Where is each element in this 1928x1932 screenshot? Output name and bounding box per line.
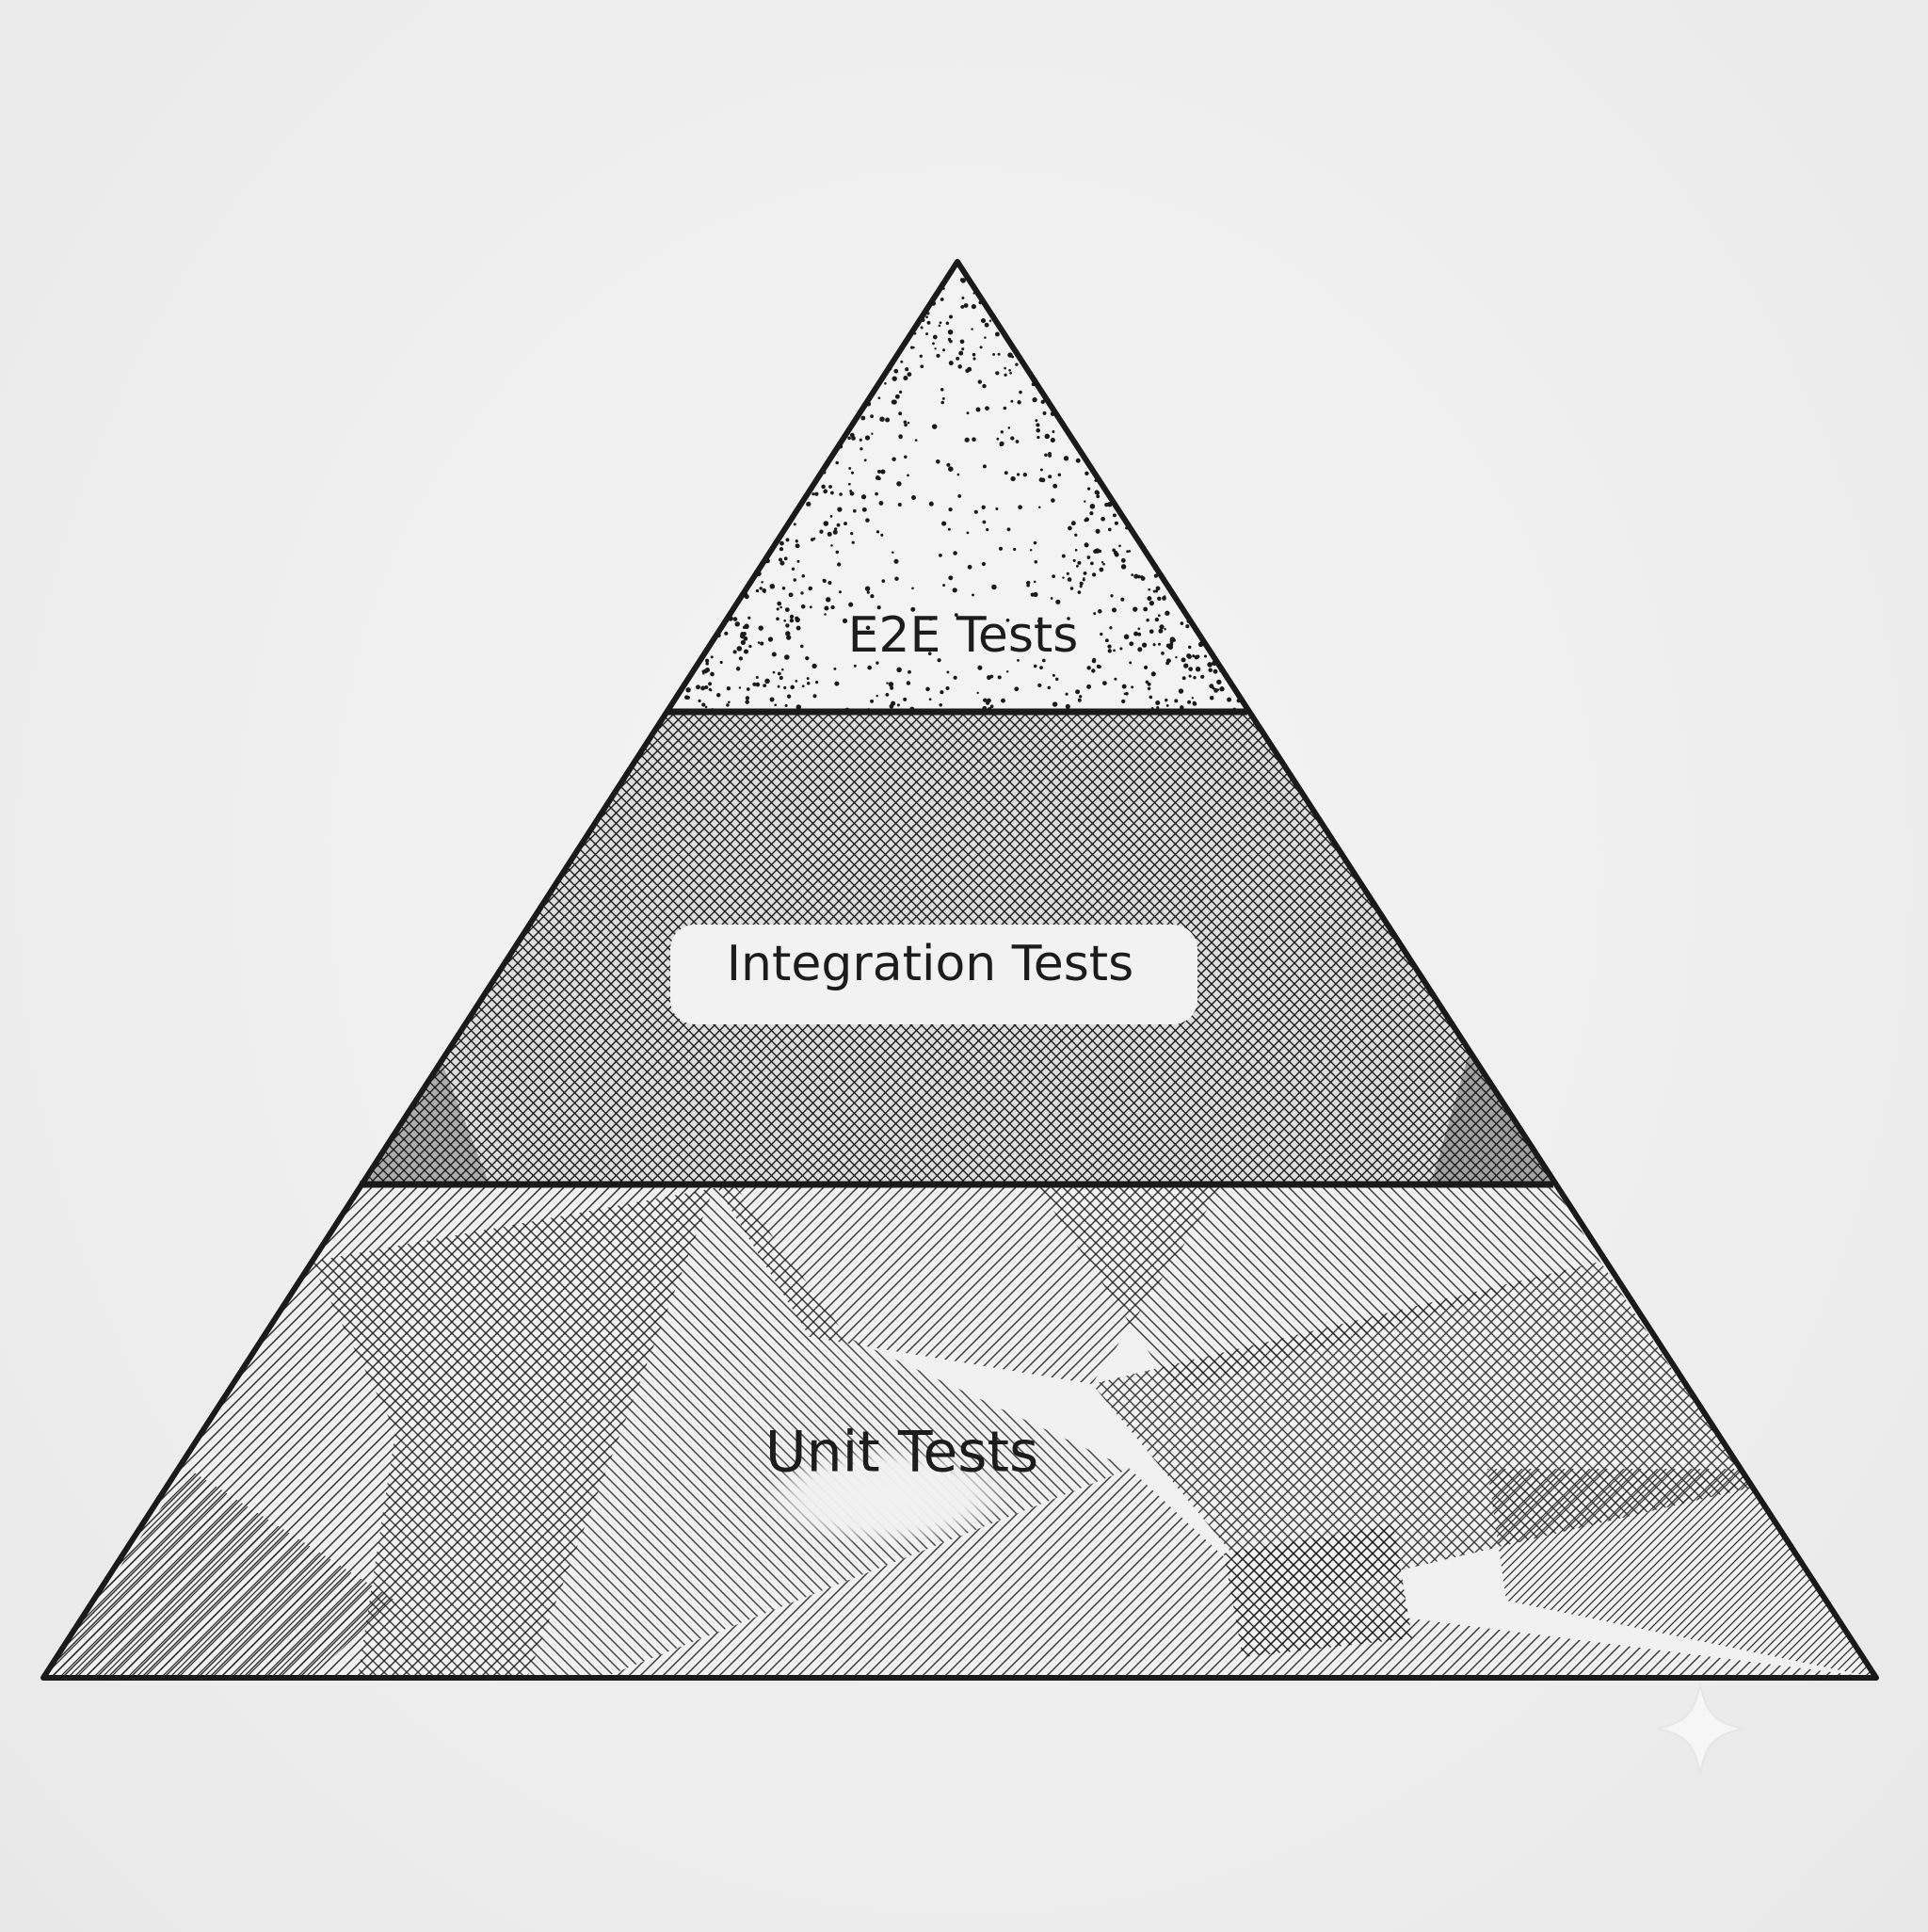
pyramid-outline bbox=[40, 259, 1879, 1681]
integration-tier bbox=[360, 712, 1553, 1184]
e2e-tier bbox=[666, 262, 1247, 712]
e2e-label: E2E Tests bbox=[848, 607, 1079, 664]
integration-label-backing bbox=[670, 925, 1197, 1024]
sparkle-icon bbox=[1656, 1682, 1744, 1775]
unit-label: Unit Tests bbox=[765, 1420, 1039, 1486]
unit-tier bbox=[43, 1184, 1876, 1678]
integration-label: Integration Tests bbox=[727, 936, 1134, 992]
